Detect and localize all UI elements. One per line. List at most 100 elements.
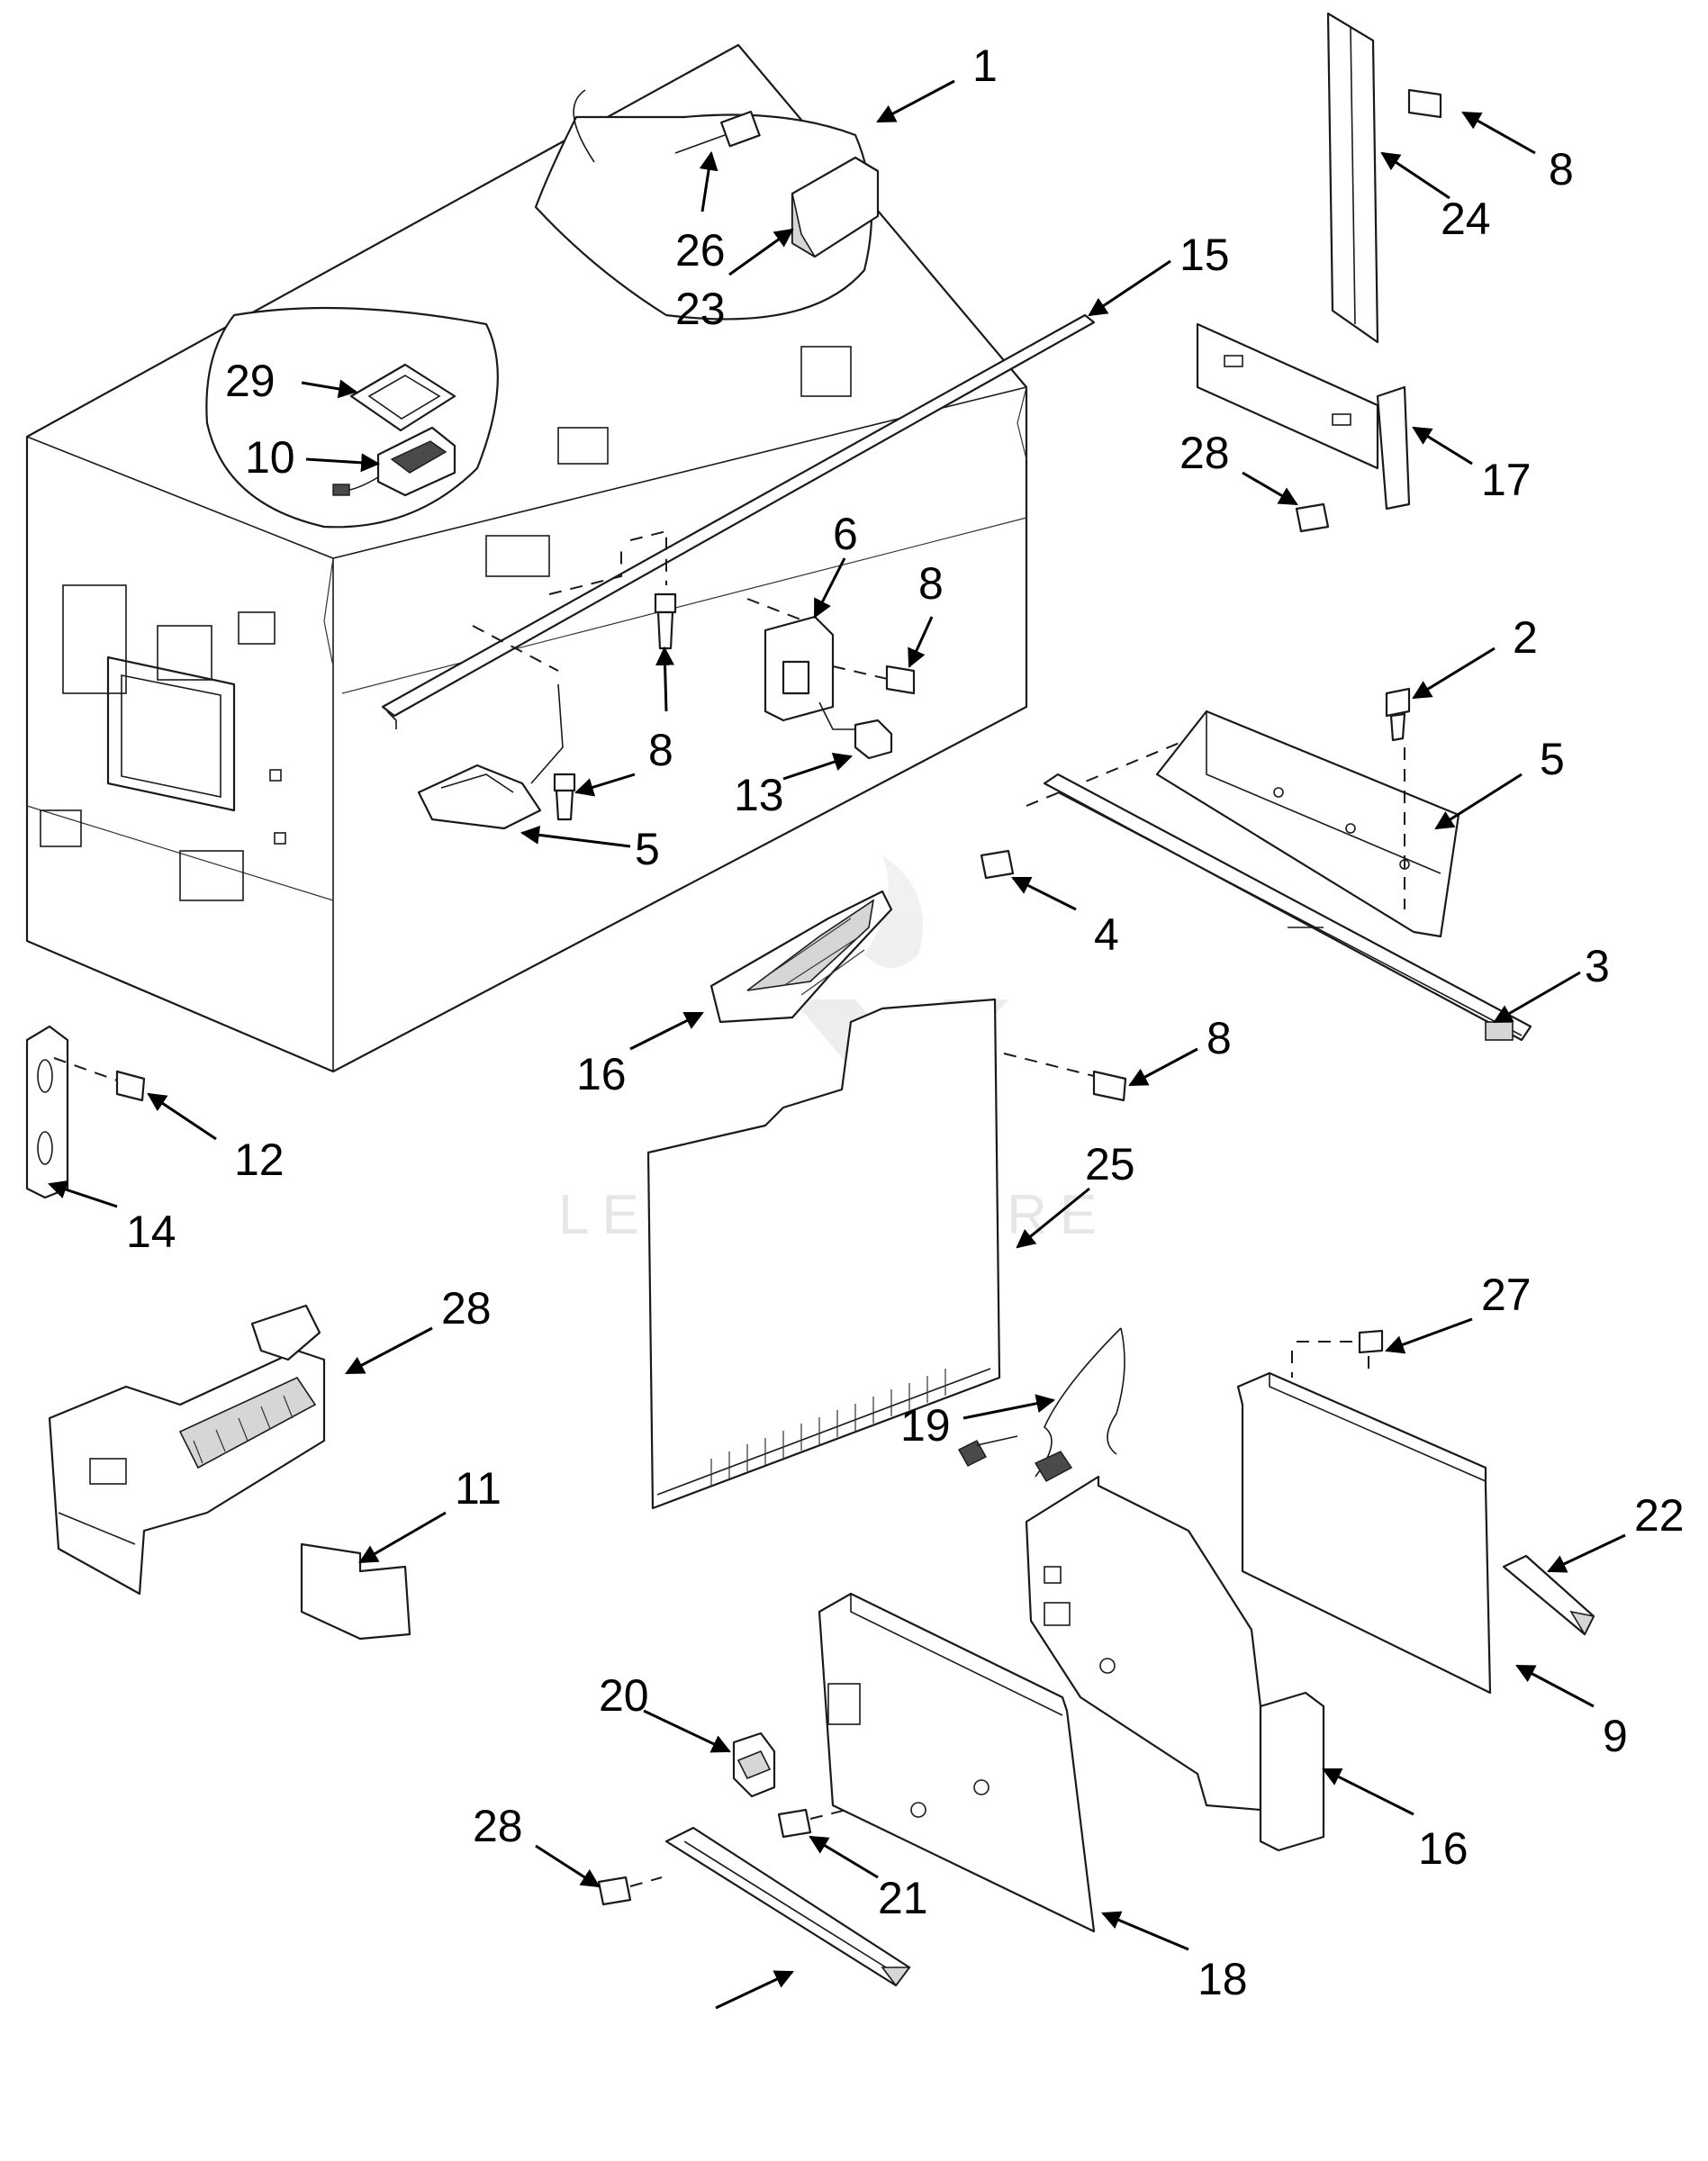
svg-text:27: 27 — [1481, 1270, 1532, 1320]
callout-28-right: 28 — [1179, 428, 1298, 506]
svg-text:24: 24 — [1441, 194, 1491, 244]
svg-text:1: 1 — [972, 41, 998, 91]
bracket-12 — [25, 1025, 146, 1199]
svg-text:14: 14 — [126, 1207, 176, 1257]
wire-harness-13 — [417, 625, 564, 830]
callout-8-lower-center: 7 — [574, 773, 636, 797]
svg-text:22: 22 — [1634, 1490, 1685, 1541]
callout-8-center: 8 — [648, 646, 675, 775]
screw-8-center — [548, 529, 677, 650]
svg-text:16: 16 — [576, 1049, 627, 1099]
callout-27: 11 — [358, 1463, 502, 1564]
callout-16-lower: 28 — [473, 1801, 601, 1888]
rail-19 — [1502, 1554, 1595, 1636]
svg-text:18: 18 — [1197, 1954, 1248, 2004]
callout-21: 18 — [1101, 1911, 1248, 2004]
damper-motor-10 — [332, 426, 456, 497]
callout-10: 10 — [245, 432, 381, 483]
callout-20: 16 — [1322, 1768, 1469, 1874]
callouts: 1 26 23 15 29 10 8 24 — [48, 41, 1685, 2010]
screw-8-13 — [553, 773, 576, 821]
callout-15: 15 — [1088, 230, 1230, 317]
rail-18 — [664, 1826, 911, 1987]
callout-5-top: 2 — [1412, 612, 1538, 700]
callout-12: 14 — [48, 1180, 176, 1257]
switch-9 — [732, 1732, 776, 1798]
callout-16-top: 8 — [1128, 1013, 1232, 1087]
pad-29 — [349, 363, 456, 432]
panel-14 — [646, 998, 1001, 1510]
callout-3: 16 — [576, 1011, 704, 1099]
svg-text:26: 26 — [675, 225, 726, 276]
svg-text:19: 19 — [900, 1400, 951, 1451]
svg-text:2: 2 — [1513, 612, 1538, 663]
slide-rail-4 — [1043, 773, 1532, 1042]
callout-4: 3 — [1493, 941, 1610, 1024]
svg-text:21: 21 — [878, 1873, 928, 1923]
svg-text:4: 4 — [1094, 909, 1119, 960]
svg-text:13: 13 — [734, 770, 784, 820]
svg-text:15: 15 — [1179, 230, 1230, 280]
svg-text:28: 28 — [441, 1283, 492, 1334]
callout-14: 25 — [1016, 1139, 1135, 1249]
callout-13: 5 — [520, 824, 660, 874]
screw-28-lower — [777, 1808, 847, 1839]
callout-23: 23 — [675, 228, 794, 334]
svg-text:8: 8 — [648, 725, 673, 775]
svg-text:16: 16 — [1418, 1823, 1469, 1874]
svg-text:28: 28 — [473, 1801, 523, 1851]
svg-text:23: 23 — [675, 284, 726, 334]
screw-16-lower — [597, 1876, 663, 1906]
callout-7: 13 — [734, 753, 853, 820]
callout-9: 20 — [599, 1670, 731, 1753]
svg-text:17: 17 — [1481, 455, 1532, 505]
svg-text:28: 28 — [1179, 428, 1230, 478]
screw-16-top — [1003, 1053, 1127, 1102]
bracket-6 — [746, 598, 835, 722]
svg-text:5: 5 — [635, 824, 660, 874]
callout-11: 19 — [900, 1394, 1056, 1451]
callout-18 — [715, 1970, 794, 2010]
svg-text:10: 10 — [245, 432, 295, 483]
screw-8-6 — [832, 665, 916, 695]
switch-7 — [818, 701, 893, 760]
wire-harness-11 — [958, 1327, 1125, 1482]
svg-text:29: 29 — [225, 356, 276, 406]
screw-28-17 — [1295, 502, 1330, 533]
cover-27 — [300, 1542, 411, 1641]
callout-6: 6 — [813, 509, 858, 619]
callout-5-left: 4 — [1011, 876, 1119, 960]
callout-28-lower: 21 — [809, 1835, 928, 1923]
svg-text:20: 20 — [599, 1670, 649, 1721]
bracket-2 — [1026, 710, 1460, 938]
callout-17: 17 — [1412, 426, 1532, 505]
screw-8-24 — [1407, 88, 1442, 119]
callout-24: 24 — [1380, 151, 1491, 244]
wire-connector-26 — [674, 110, 761, 154]
panel-21 — [818, 1592, 1096, 1933]
screw-5-left — [980, 849, 1015, 880]
callout-25: 28 — [345, 1283, 492, 1375]
callout-19: 22 — [1547, 1490, 1685, 1573]
svg-text:3: 3 — [1585, 941, 1610, 991]
callout-8-left: 12 — [147, 1092, 285, 1185]
callout-1: 1 — [876, 41, 998, 123]
strip-24 — [1326, 12, 1379, 344]
svg-text:25: 25 — [1085, 1139, 1135, 1189]
bracket-17 — [1196, 322, 1411, 511]
panel-22 — [1236, 1329, 1492, 1695]
callout-8-center-right: 8 — [908, 558, 944, 668]
control-box-20 — [1025, 1475, 1325, 1852]
svg-text:8: 8 — [1206, 1013, 1232, 1063]
callout-28-center: 27 — [1385, 1270, 1532, 1354]
callout-26: 26 — [675, 150, 726, 276]
icemaker-25 — [48, 1304, 326, 1596]
callout-8-top-right: 8 — [1461, 111, 1574, 194]
svg-text:8: 8 — [918, 558, 944, 609]
callout-22: 9 — [1515, 1664, 1628, 1761]
svg-text:8: 8 — [1549, 144, 1574, 194]
screw-5-top — [1385, 687, 1411, 742]
svg-text:11: 11 — [455, 1463, 502, 1514]
svg-text:12: 12 — [234, 1135, 285, 1185]
